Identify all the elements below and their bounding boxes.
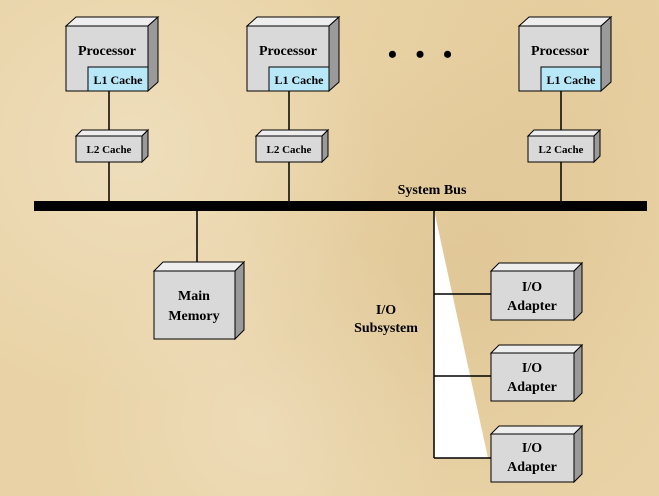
main-memory-side — [234, 260, 245, 341]
processor-1-side — [147, 15, 159, 93]
io-adapter-1-label-line1: I/O — [522, 280, 542, 295]
processor-node-1: Processor L1 Cache L2 Cache — [64, 15, 160, 164]
processor-1-top — [64, 16, 160, 27]
io-adapter-1-side — [573, 261, 583, 322]
io-subsystem-label-line2: Subsystem — [354, 321, 418, 336]
connector-lines — [108, 91, 562, 459]
io-adapter-3-side — [573, 424, 583, 484]
processor-2-label: Processor — [259, 44, 317, 59]
l1-cache-3-label: L1 Cache — [547, 73, 597, 87]
l2-cache-2-top — [254, 129, 330, 137]
io-adapter-3-box — [490, 433, 575, 483]
l1-cache-1-label: L1 Cache — [94, 73, 144, 87]
l2-cache-1-box — [75, 135, 143, 163]
io-adapter-2-box — [490, 352, 575, 402]
io-adapter-1-top — [489, 262, 584, 272]
main-memory-box — [153, 270, 236, 340]
processor-3-top — [517, 16, 613, 27]
system-bus — [34, 201, 647, 211]
io-subsystem-label-line1: I/O — [376, 303, 396, 318]
l2-cache-1-label: L2 Cache — [87, 144, 132, 156]
io-adapter-3-top — [489, 425, 584, 435]
io-adapter-node-2: I/O Adapter — [489, 343, 584, 403]
io-adapter-3-label-line1: I/O — [522, 441, 542, 456]
more-processors-ellipsis: • • • — [388, 40, 458, 69]
main-memory-label-line2: Memory — [168, 309, 219, 324]
io-adapter-2-side — [573, 343, 583, 403]
io-adapter-node-3: I/O Adapter — [489, 424, 584, 484]
io-fanout-wedge — [434, 210, 488, 458]
io-adapter-2-label-line1: I/O — [522, 361, 542, 376]
processor-1-label: Processor — [78, 44, 136, 59]
l1-cache-3-box — [540, 66, 602, 92]
l2-cache-2-box — [255, 135, 323, 163]
l2-cache-2-side — [321, 128, 329, 164]
processor-3-side — [600, 15, 612, 93]
l2-cache-3-label: L2 Cache — [539, 144, 584, 156]
processor-node-3: Processor L1 Cache L2 Cache — [517, 15, 613, 164]
l2-cache-1-top — [74, 129, 150, 137]
processor-2-side — [328, 15, 340, 93]
main-memory-label-line1: Main — [178, 289, 210, 304]
io-adapter-1-label-line2: Adapter — [507, 299, 557, 314]
io-adapter-2-label-line2: Adapter — [507, 380, 557, 395]
system-bus-label: System Bus — [398, 183, 467, 198]
processor-2-top — [245, 16, 341, 27]
io-adapter-2-top — [489, 344, 584, 354]
l2-cache-2-label: L2 Cache — [267, 144, 312, 156]
l2-cache-3-side — [593, 128, 601, 164]
l2-cache-1-side — [141, 128, 149, 164]
l1-cache-1-box — [87, 66, 149, 92]
processor-node-2: Processor L1 Cache L2 Cache — [245, 15, 341, 164]
io-adapter-3-label-line2: Adapter — [507, 460, 557, 475]
l1-cache-2-label: L1 Cache — [275, 73, 325, 87]
l1-cache-2-box — [268, 66, 330, 92]
io-adapter-1-box — [490, 270, 575, 321]
processor-3-label: Processor — [531, 44, 589, 59]
main-memory-top — [152, 261, 246, 272]
io-adapter-node-1: I/O Adapter — [489, 261, 584, 322]
l2-cache-3-box — [527, 135, 595, 163]
main-memory-node: Main Memory — [152, 260, 246, 341]
l2-cache-3-top — [526, 129, 602, 137]
